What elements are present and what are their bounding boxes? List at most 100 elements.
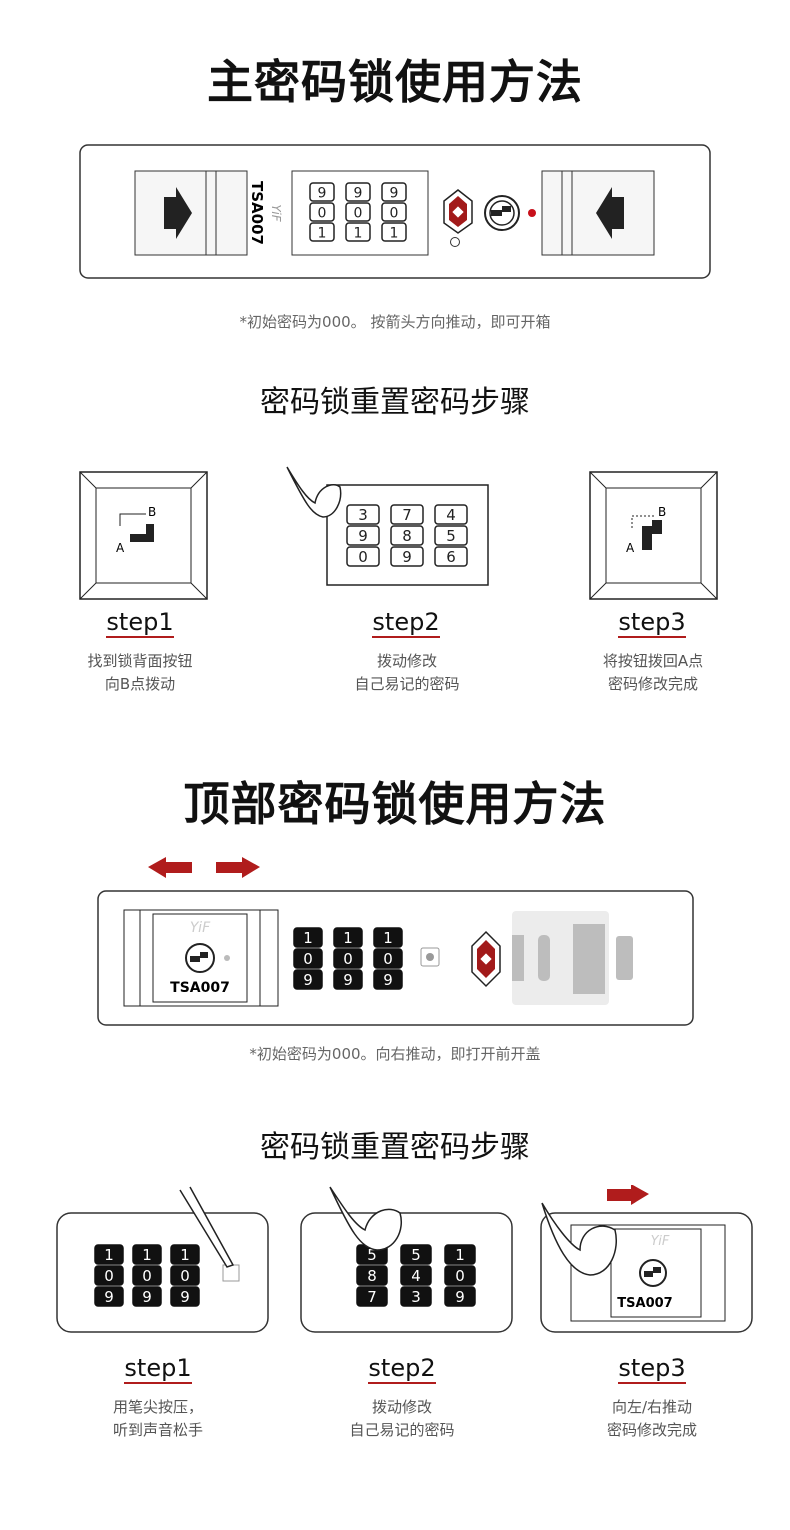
finger-icon [329,1186,402,1251]
wheel-digit-cell[interactable] [381,182,407,202]
arrow-right-icon [607,1185,649,1205]
wheel-digit: 9 [455,1288,465,1306]
wheel-digit: 0 [142,1267,152,1285]
step3-diagram: B A [589,471,718,600]
wheel-digit-cell[interactable] [390,525,424,546]
wheel-digit: 4 [446,506,456,524]
wheel-digit-cell[interactable] [346,525,380,546]
mark-b: B [658,505,666,519]
wheel-digit-cell[interactable] [434,504,468,525]
wheel-digit-cell[interactable] [170,1265,200,1286]
wheel-digit-cell[interactable] [132,1244,162,1265]
wheel-digit-cell[interactable] [373,969,403,990]
wheel-digit-cell[interactable] [400,1265,432,1286]
step-label: step1 [106,608,174,638]
wheel-digit-cell[interactable] [381,222,407,242]
wheel-digit-cell[interactable] [356,1265,388,1286]
wheel-digit: 9 [354,185,363,201]
wheel-digit: 9 [343,971,353,989]
step-label: step2 [368,1354,436,1384]
right-slider [541,170,655,256]
tsa-diamond-icon [443,189,473,247]
main-lock-title: 主密码锁使用方法 [207,55,583,109]
wheel-digit: 0 [343,950,353,968]
wheel-digit-cell[interactable] [356,1286,388,1307]
wheel-digit-cell[interactable] [309,202,335,222]
step-description: 拨动修改自己易记的密码 [354,652,460,693]
wheel-digit: 0 [358,548,368,566]
wheel-digit: 9 [402,548,412,566]
wheel-digit-cell[interactable] [94,1286,124,1307]
wheel-digit-cell[interactable] [94,1265,124,1286]
step-description: 用笔尖按压，听到声音松手 [112,1398,203,1439]
wheel-digit-cell[interactable] [444,1244,476,1265]
finger-icon [541,1202,617,1276]
wheel-digit-cell[interactable] [345,222,371,242]
wheel-digit-cell[interactable] [346,546,380,567]
wheel-digit-cell[interactable] [400,1286,432,1307]
wheel-digit-cell[interactable] [170,1286,200,1307]
wheel-digit: 1 [354,225,363,241]
main-lock-note: *初始密码为000。 按箭头方向推动，即可开箱 [239,313,551,331]
wheel-digit-cell[interactable] [400,1244,432,1265]
wheel-digit: 7 [402,506,412,524]
wheel-digit-cell[interactable] [345,202,371,222]
indicator-dot [528,209,536,217]
wheel-digit-cell[interactable] [309,222,335,242]
step-description: 找到锁背面按钮向B点拨动 [87,652,193,693]
wheel-digit-cell[interactable] [293,927,323,948]
wheel-digit-cell[interactable] [293,969,323,990]
brand-label: YiF [269,204,283,222]
wheel-digit: 1 [180,1246,190,1264]
wheel-digit-cell[interactable] [444,1265,476,1286]
arrow-left-icon [596,187,624,239]
wheel-digit-cell[interactable] [390,504,424,525]
brand-label: YiF [651,1234,670,1249]
mark-a: A [116,541,125,555]
wheel-digit: 9 [104,1288,114,1306]
wheel-digit: 1 [318,225,327,241]
wheel-digit-cell[interactable] [390,546,424,567]
wheel-digit-cell[interactable] [444,1286,476,1307]
wheel-digit: 1 [104,1246,114,1264]
wheel-digit-cell[interactable] [94,1244,124,1265]
wheel-digit: 0 [354,205,363,221]
top-lock-title: 顶部密码锁使用方法 [183,777,607,831]
wheel-digit-cell[interactable] [345,182,371,202]
wheel-digit-cell[interactable] [346,504,380,525]
wheel-digit-cell[interactable] [373,948,403,969]
model-label: TSA007 [170,980,230,996]
wheel-digit: 6 [446,548,456,566]
wheel-digit-cell[interactable] [170,1244,200,1265]
wheel-digit-cell[interactable] [434,525,468,546]
arrow-right-icon [216,857,260,878]
wheel-digit: 9 [383,971,393,989]
wheel-digit-cell[interactable] [293,948,323,969]
wheel-digit: 0 [390,205,399,221]
wheel-digit-cell[interactable] [434,546,468,567]
wheel-digit-cell[interactable] [373,927,403,948]
wheel-digit: 9 [358,527,368,545]
wheel-digit: 0 [455,1267,465,1285]
wheel-digit: 8 [367,1267,377,1285]
wheel-digit-cell[interactable] [333,927,363,948]
wheel-digit-cell[interactable] [333,948,363,969]
pen-icon [179,1186,235,1268]
wheel-digit: 1 [142,1246,152,1264]
wheel-digit: 5 [446,527,456,545]
wheel-digit: 3 [358,506,368,524]
wheel-digit-cell[interactable] [309,182,335,202]
step-description: 向左/右推动密码修改完成 [606,1398,697,1439]
wheel-digit-cell[interactable] [132,1265,162,1286]
wheel-digit-cell[interactable] [333,969,363,990]
wheel-digit: 9 [303,971,313,989]
wheel-digit-cell[interactable] [381,202,407,222]
wheel-digit: 5 [367,1246,377,1264]
keyhole-icon [484,195,520,231]
wheel-digit-cell[interactable] [132,1286,162,1307]
wheel-digit: 5 [411,1246,421,1264]
wheel-digit: 9 [142,1288,152,1306]
